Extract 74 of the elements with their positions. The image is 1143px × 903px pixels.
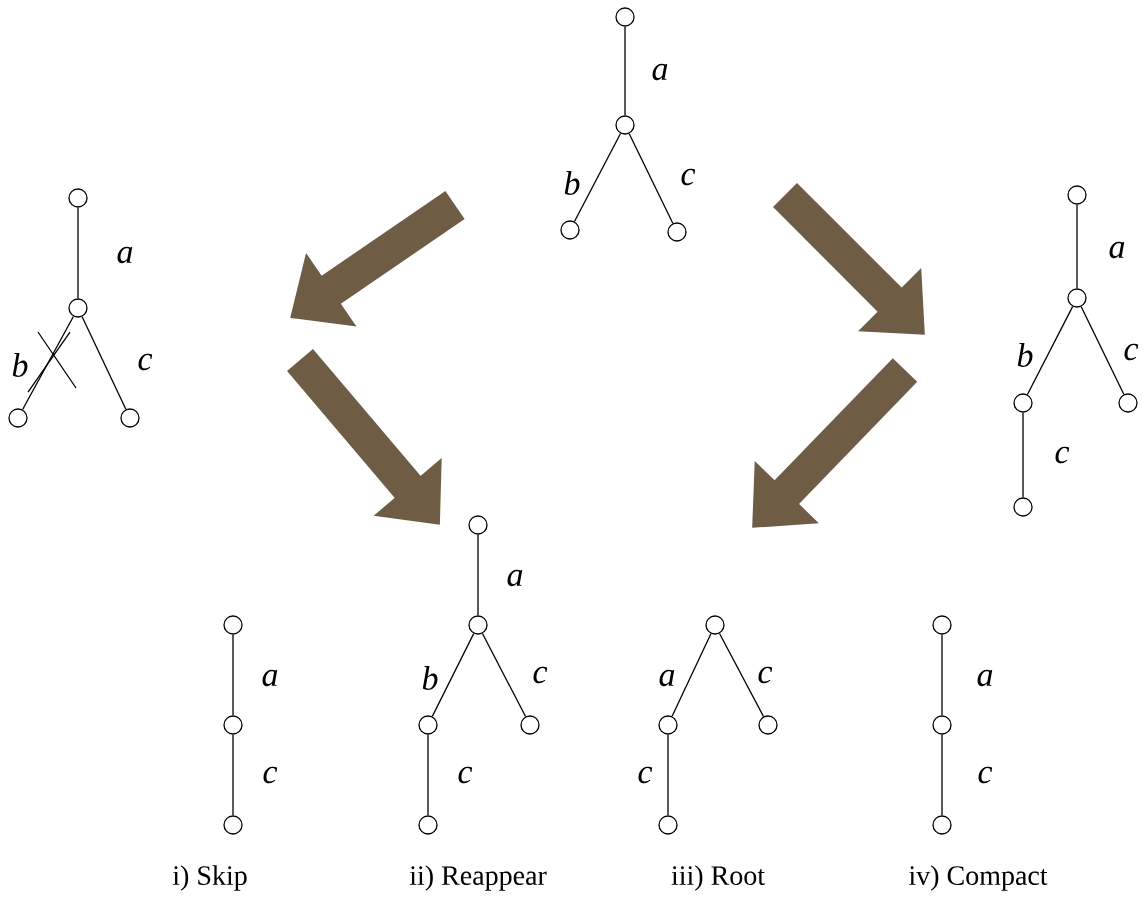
edge-label: a — [507, 569, 523, 587]
edge-label: c — [1055, 446, 1070, 464]
tree-node — [705, 615, 725, 635]
tree-edge — [232, 634, 234, 716]
tree-edge — [1026, 305, 1074, 396]
tree-node — [658, 715, 678, 735]
edge-label: c — [1124, 343, 1139, 361]
edge-label: a — [652, 63, 668, 81]
tree-node — [1067, 288, 1087, 308]
edge-label: a — [659, 669, 675, 687]
tree-node — [1118, 393, 1138, 413]
tree-edge — [1022, 412, 1024, 498]
tree-edge — [477, 534, 479, 616]
tree-node — [560, 220, 580, 240]
edge-label: a — [1109, 241, 1125, 259]
tree-node — [223, 615, 243, 635]
edge-label: c — [758, 666, 773, 684]
caption: iii) Root — [671, 865, 765, 891]
caption: iv) Compact — [909, 865, 1048, 891]
tree-node — [667, 222, 687, 242]
edge-label: c — [638, 766, 653, 784]
tree-node — [68, 188, 88, 208]
tree-edge — [941, 734, 943, 816]
tree-edge — [21, 315, 75, 411]
tree-edge — [431, 633, 475, 718]
tree-node — [418, 815, 438, 835]
tree-node — [932, 615, 952, 635]
tree-node — [758, 715, 778, 735]
tree-node — [468, 615, 488, 635]
edge-label: b — [12, 353, 28, 377]
tree-edge — [427, 734, 429, 816]
edge-label: b — [564, 171, 580, 195]
edge-label: a — [977, 669, 993, 687]
edge-label: b — [422, 666, 438, 690]
tree-edge — [573, 132, 622, 223]
tree-node — [1013, 393, 1033, 413]
tree-edge — [1080, 306, 1125, 395]
tree-edge — [232, 734, 234, 816]
tree-node — [223, 815, 243, 835]
edge-label: b — [1017, 343, 1033, 367]
tree-edge — [628, 133, 674, 224]
tree-node — [932, 815, 952, 835]
tree-edge — [624, 26, 626, 116]
tree-node — [223, 715, 243, 735]
tree-node — [520, 715, 540, 735]
tree-edge — [77, 207, 79, 299]
edge-label: c — [263, 766, 278, 784]
tree-node — [932, 715, 952, 735]
edge-label: a — [117, 246, 133, 264]
edge-label: c — [533, 666, 548, 684]
tree-edge — [671, 633, 712, 717]
tree-edge — [481, 632, 527, 718]
edge-label: c — [458, 766, 473, 784]
tree-edge — [81, 316, 127, 410]
tree-node — [468, 515, 488, 535]
tree-edge — [1076, 204, 1078, 289]
tree-node — [1013, 497, 1033, 517]
tree-node — [8, 408, 28, 428]
tree-edge — [667, 734, 669, 816]
edge-label: c — [978, 766, 993, 784]
tree-edge — [718, 632, 765, 718]
tree-node — [615, 7, 635, 27]
tree-node — [1067, 185, 1087, 205]
tree-node — [120, 408, 140, 428]
tree-node — [615, 115, 635, 135]
edge-label: c — [681, 168, 696, 186]
edge-label: c — [138, 353, 153, 371]
tree-node — [418, 715, 438, 735]
caption: i) Skip — [172, 865, 247, 891]
caption: ii) Reappear — [409, 865, 547, 891]
edge-label: a — [262, 669, 278, 687]
tree-edge — [941, 634, 943, 716]
tree-node — [68, 298, 88, 318]
tree-node — [658, 815, 678, 835]
